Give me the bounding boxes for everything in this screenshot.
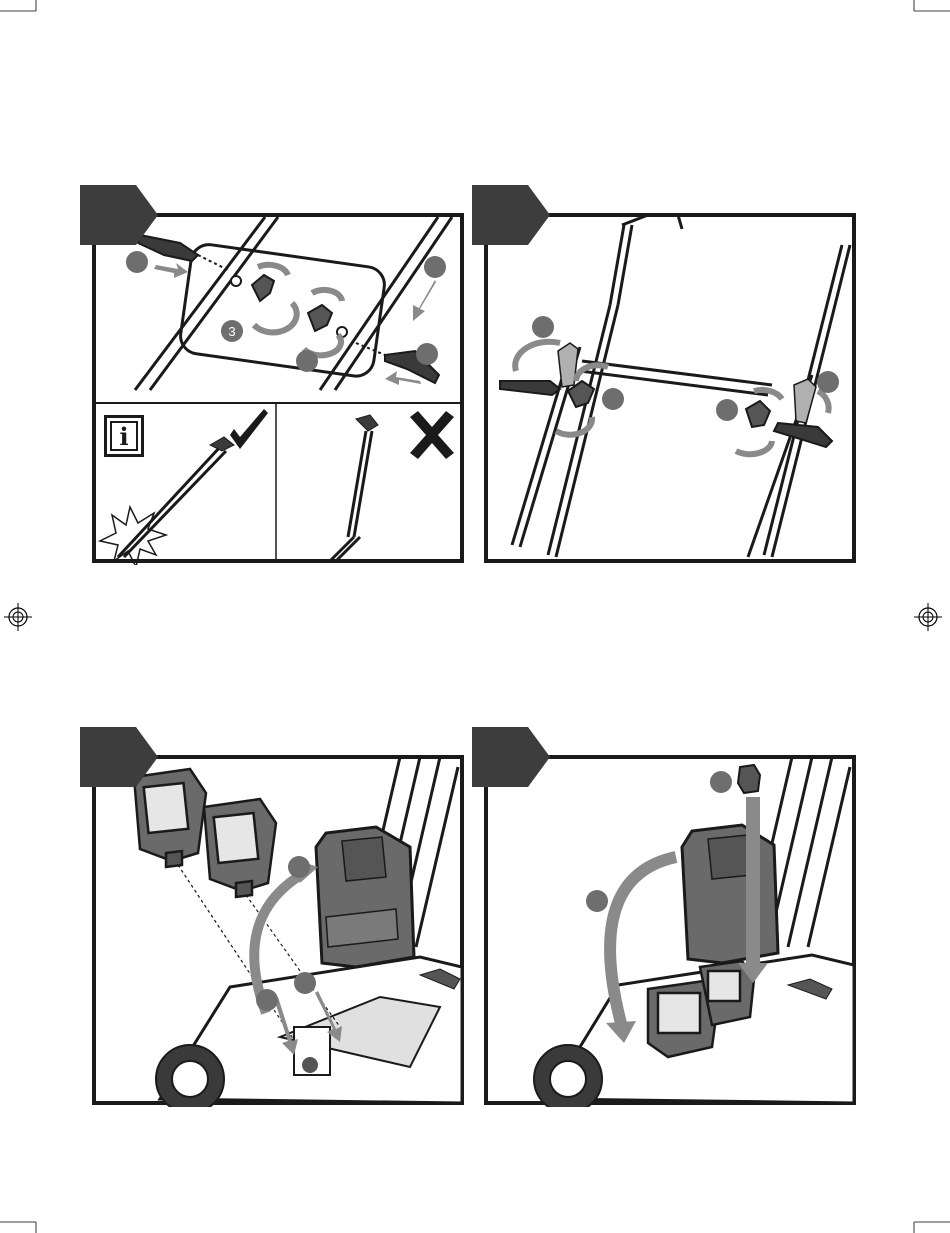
info-glyph: i [110,421,138,451]
registration-mark-left [4,603,32,631]
panel-step-3 [80,727,465,1107]
callout-3: 3 [221,320,243,342]
callout-1 [288,856,310,878]
panel-step-4 [472,727,862,1107]
callout-2 [586,890,608,912]
callout-2 [602,388,624,410]
callout-1 [126,251,148,273]
panel-step-1: i 3 [80,185,465,565]
callout-2 [424,256,446,278]
step-tab-2 [472,185,552,247]
callout-4 [817,371,839,393]
callout-1 [710,771,732,793]
panel-step-2 [472,185,862,565]
step-tab-1 [80,185,160,247]
registration-mark-right [914,603,942,631]
callout-5 [416,343,438,365]
info-icon: i [104,415,144,457]
callout-2 [256,989,278,1011]
callout-4 [296,350,318,372]
callout-3 [294,972,316,994]
callout-1 [532,316,554,338]
step-tab-3 [80,727,160,789]
step-tab-4 [472,727,552,789]
callout-3 [716,399,738,421]
